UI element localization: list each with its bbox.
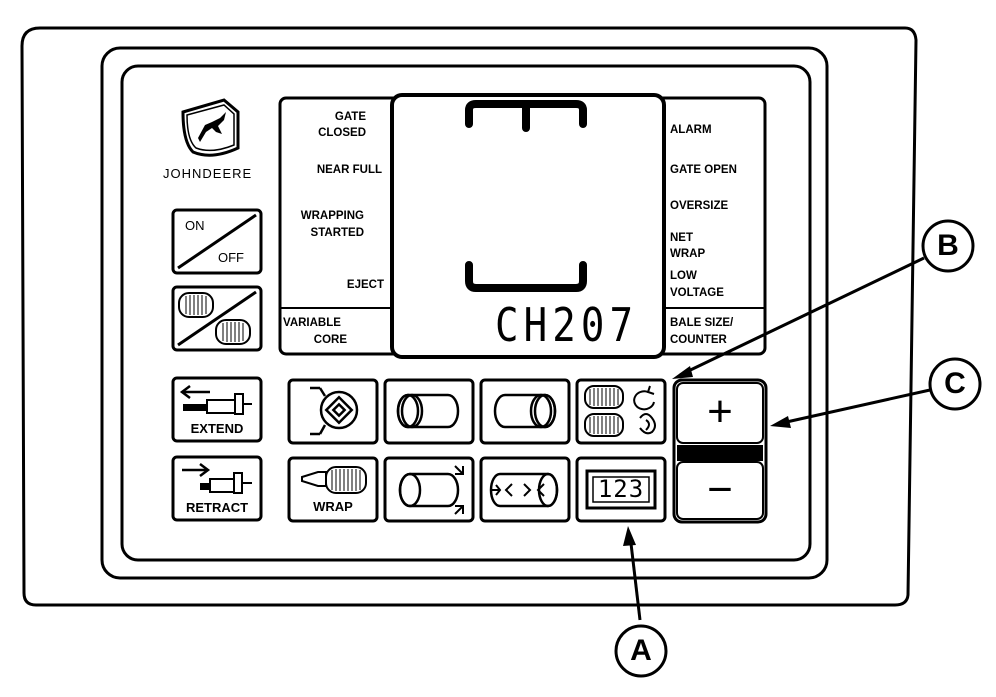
counter-digits: 123 xyxy=(597,475,645,503)
label-alarm: ALARM xyxy=(670,124,712,136)
bale-large-button[interactable] xyxy=(479,378,571,445)
callout-b-leader xyxy=(672,256,925,379)
brand-name: JOHNDEERE xyxy=(163,166,253,181)
label-eject: EJECT xyxy=(346,279,384,291)
on-label: ON xyxy=(185,218,205,233)
label-bale-size-counter-1: BALE SIZE/ xyxy=(670,317,734,329)
bale-small-button[interactable] xyxy=(383,378,475,445)
extend-label: EXTEND xyxy=(190,421,244,436)
label-gate-closed-1: GATE xyxy=(334,111,366,123)
net-wrap-button[interactable] xyxy=(287,378,379,445)
john-deere-logo-icon xyxy=(181,98,240,157)
lcd-center-window xyxy=(390,93,666,359)
callout-a-label: A xyxy=(630,634,652,667)
wrap-label: WRAP xyxy=(313,499,353,514)
bale-cylinder-icon xyxy=(396,393,460,429)
bale-round-icon xyxy=(178,292,214,318)
lcd-readout: CH207 xyxy=(495,298,639,352)
bale-compress-icon xyxy=(489,472,559,508)
callout-b-label: B xyxy=(937,229,959,262)
arrow-left-icon xyxy=(179,385,210,399)
bale-select-button[interactable] xyxy=(171,285,263,352)
label-gate-closed-2: CLOSED xyxy=(318,127,366,139)
label-net-wrap-2: WRAP xyxy=(670,248,706,260)
counter-button[interactable] xyxy=(575,456,667,523)
arrow-right-icon xyxy=(182,463,211,477)
actuator-icon xyxy=(200,472,252,494)
bale-density-icon xyxy=(398,465,464,515)
label-wrapping-started-1: WRAPPING xyxy=(300,210,364,222)
counter-inner-window xyxy=(592,476,650,503)
label-gate-open: GATE OPEN xyxy=(670,164,737,176)
plus-label: + xyxy=(707,387,733,436)
net-roll-icon xyxy=(310,386,359,436)
wrap-button[interactable] xyxy=(287,456,379,523)
bale-compress-button[interactable] xyxy=(479,456,571,523)
rotate-icon xyxy=(633,385,656,435)
minus-button[interactable] xyxy=(676,461,764,520)
label-variable-core-2: CORE xyxy=(313,334,347,346)
bale-round-icon xyxy=(215,319,251,345)
bale-chamber-graphic xyxy=(465,100,587,292)
extend-button[interactable] xyxy=(171,376,263,443)
minus-label: − xyxy=(707,465,733,514)
callout-a-circle xyxy=(614,624,668,678)
label-net-wrap-1: NET xyxy=(670,232,693,244)
label-low-voltage-1: LOW xyxy=(670,270,697,282)
actuator-icon xyxy=(183,393,252,415)
retract-button[interactable] xyxy=(171,455,263,522)
twine-bale-icon xyxy=(584,413,624,437)
bale-cylinder-icon xyxy=(493,393,557,429)
callout-c-label: C xyxy=(944,367,966,400)
rocker-switch xyxy=(672,378,768,524)
retract-label: RETRACT xyxy=(185,500,249,515)
label-variable-core-1: VARIABLE xyxy=(283,317,341,329)
bale-density-button[interactable] xyxy=(383,456,475,523)
on-off-button[interactable] xyxy=(171,208,263,275)
off-label: OFF xyxy=(218,250,244,265)
label-wrapping-started-2: STARTED xyxy=(310,227,364,239)
net-bale-icon xyxy=(584,385,624,409)
label-bale-size-counter-2: COUNTER xyxy=(670,334,727,346)
plus-button[interactable] xyxy=(676,382,764,444)
callout-c-leader xyxy=(770,388,931,428)
wrap-bale-icon xyxy=(301,466,367,494)
callout-c-circle xyxy=(928,357,982,411)
label-low-voltage-2: VOLTAGE xyxy=(670,287,724,299)
label-near-full: NEAR FULL xyxy=(316,164,382,176)
callout-b-circle xyxy=(921,219,975,273)
callout-a-leader xyxy=(623,526,642,621)
label-oversize: OVERSIZE xyxy=(670,200,729,212)
net-twine-select-button[interactable] xyxy=(575,378,667,445)
